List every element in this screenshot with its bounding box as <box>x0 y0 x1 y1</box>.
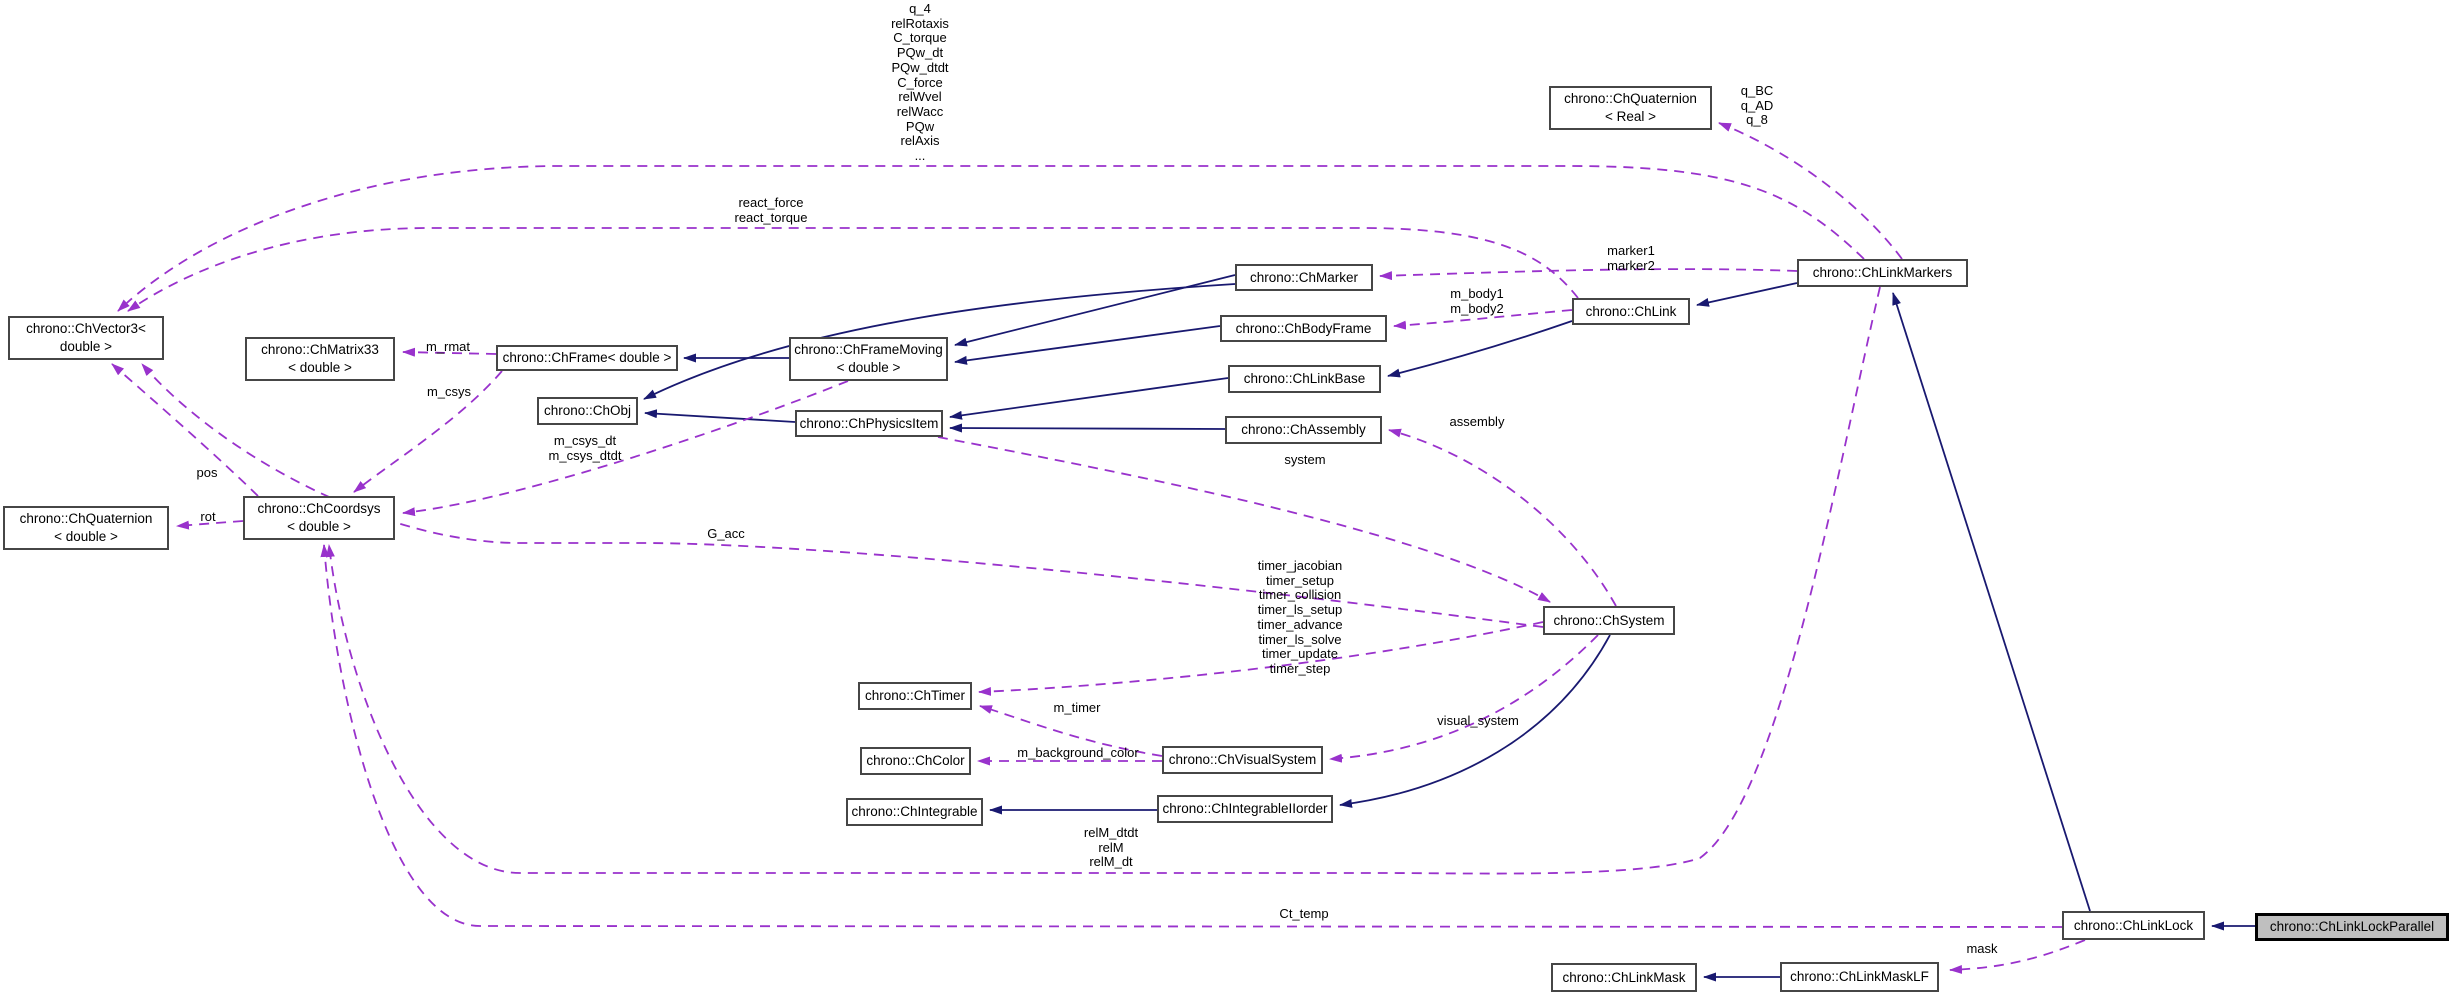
node-chlink[interactable]: chrono::ChLink <box>1572 298 1690 325</box>
node-chintegrable[interactable]: chrono::ChIntegrable <box>846 798 983 826</box>
node-chlinkmasklf[interactable]: chrono::ChLinkMaskLF <box>1780 962 1939 992</box>
edge-inherit-marker-obj <box>643 283 1236 400</box>
edge-label-linkmarkers-vectors: q_4 relRotaxis C_torque PQw_dt PQw_dtdt … <box>891 1 949 164</box>
edge-inherit-system-integrableii <box>1339 634 1611 808</box>
node-chmarker[interactable]: chrono::ChMarker <box>1235 264 1373 291</box>
node-chphysicsitem[interactable]: chrono::ChPhysicsItem <box>795 410 943 437</box>
edge-label-m-rmat: m_rmat <box>425 339 471 354</box>
edge-member-system-timer <box>978 621 1544 696</box>
edge-member-linklock-masklf <box>1949 939 2086 974</box>
edge-label-g-acc: G_acc <box>707 526 745 541</box>
node-chvisualsystem[interactable]: chrono::ChVisualSystem <box>1162 746 1323 774</box>
edge-member-coordsys-quat-rot <box>176 520 244 530</box>
node-chlinklock[interactable]: chrono::ChLinkLock <box>2062 911 2205 940</box>
edge-label-m-timer: m_timer <box>1053 700 1101 715</box>
edge-label-rot: rot <box>200 509 216 524</box>
edge-member-linkmarkers-coordsys <box>325 286 1881 875</box>
edge-label-bodies: m_body1 m_body2 <box>1450 286 1504 316</box>
node-chlinkmarkers[interactable]: chrono::ChLinkMarkers <box>1797 259 1968 287</box>
edge-inherit-link-linkbase <box>1387 320 1573 378</box>
edge-label-relm: relM_dtdt relM relM_dt <box>1083 825 1139 870</box>
node-chcoordsys[interactable]: chrono::ChCoordsys < double > <box>243 496 395 540</box>
edge-label-system: system <box>1284 452 1326 467</box>
edge-inherit-bodyframe-framemoving <box>954 325 1221 365</box>
edge-label-markers: marker1 marker2 <box>1607 243 1655 273</box>
edge-member-physicsitem-system <box>937 436 1551 603</box>
edge-member-frame-matrix33 <box>402 347 497 357</box>
edge-label-m-csys: m_csys <box>426 384 472 399</box>
edge-label-visual-system: visual_system <box>1437 713 1519 728</box>
edge-inherit-linkmarkers-link <box>1696 282 1798 307</box>
edge-label-m-background-color: m_background_color <box>1017 745 1139 760</box>
node-chcolor[interactable]: chrono::ChColor <box>860 747 971 775</box>
node-chtimer[interactable]: chrono::ChTimer <box>858 682 972 710</box>
edge-label-mask: mask <box>1966 941 1998 956</box>
node-chquaternion-real[interactable]: chrono::ChQuaternion < Real > <box>1549 86 1712 130</box>
node-chframe[interactable]: chrono::ChFrame< double > <box>496 345 678 371</box>
edge-label-react: react_force react_torque <box>734 195 808 225</box>
edge-inherit-marker-framemoving <box>954 274 1236 347</box>
edge-member-link-bodyframe <box>1393 309 1573 330</box>
edge-label-quats: q_BC q_AD q_8 <box>1740 83 1774 128</box>
edge-member-linkmarkers-marker <box>1379 268 1798 281</box>
node-chlinkbase[interactable]: chrono::ChLinkBase <box>1228 365 1381 393</box>
node-chmatrix33[interactable]: chrono::ChMatrix33 < double > <box>245 337 395 381</box>
edge-inherit-linkbase-physicsitem <box>949 377 1229 420</box>
node-chbodyframe[interactable]: chrono::ChBodyFrame <box>1220 315 1387 342</box>
edge-label-assembly: assembly <box>1449 414 1505 429</box>
edge-inherit-physicsitem-obj <box>644 409 796 423</box>
node-chvector3[interactable]: chrono::ChVector3< double > <box>8 316 164 360</box>
edge-label-ct-temp: Ct_temp <box>1279 906 1329 921</box>
edge-member-link-vec3 <box>127 227 1579 312</box>
edge-member-system-visualsystem <box>1329 634 1599 763</box>
node-chassembly[interactable]: chrono::ChAssembly <box>1225 416 1382 444</box>
node-chframemoving[interactable]: chrono::ChFrameMoving < double > <box>789 337 948 381</box>
edge-label-m-csys-dt: m_csys_dt m_csys_dtdt <box>548 433 622 463</box>
edge-member-linklock-coordsys <box>320 544 2063 928</box>
edge-member-linkmarkers-vec3 <box>117 165 1865 312</box>
node-chquaternion-double[interactable]: chrono::ChQuaternion < double > <box>3 506 169 550</box>
node-chsystem[interactable]: chrono::ChSystem <box>1543 606 1675 635</box>
edge-inherit-assembly-physicsitem <box>949 423 1226 433</box>
node-chintegrableiiorder[interactable]: chrono::ChIntegrableIIorder <box>1157 795 1333 823</box>
edge-member-system-vec3-gacc <box>141 363 1544 628</box>
edge-member-linkmarkers-quatreal <box>1718 122 1903 260</box>
edge-label-pos: pos <box>196 465 218 480</box>
edge-label-timers: timer_jacobian timer_setup timer_collisi… <box>1257 558 1343 676</box>
node-chlinklockparallel: chrono::ChLinkLockParallel <box>2255 913 2449 941</box>
edge-inherit-linklock-linkmarkers <box>1892 292 2091 912</box>
edge-member-framemoving-coordsys <box>402 380 849 517</box>
node-chlinkmask[interactable]: chrono::ChLinkMask <box>1551 963 1697 992</box>
edge-member-visualsystem-timer <box>979 705 1163 757</box>
edge-member-system-assembly <box>1388 428 1617 607</box>
edge-member-coordsys-vec3-pos <box>111 363 259 497</box>
edge-member-frame-coordsys <box>353 370 503 493</box>
node-chobj[interactable]: chrono::ChObj <box>537 397 638 425</box>
